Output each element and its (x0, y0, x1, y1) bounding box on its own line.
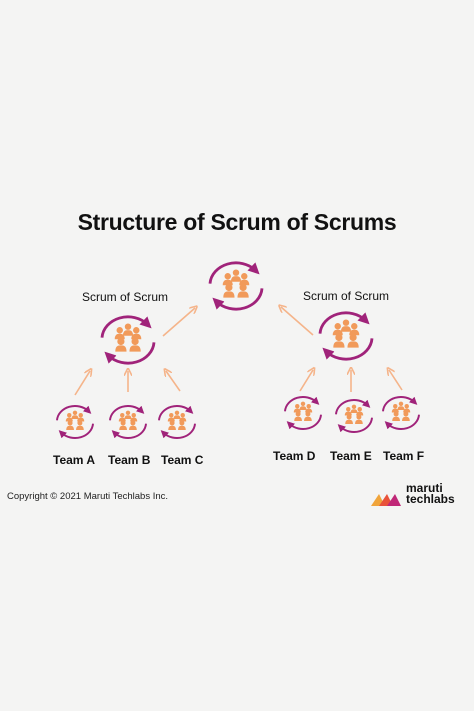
label-team-b: Team B (108, 453, 151, 467)
node-team-b-team-icon (109, 405, 147, 439)
node-team-e-team-icon (335, 399, 373, 433)
brand-line-1: maruti (406, 481, 443, 495)
cycle-arrows-icon (286, 414, 322, 430)
cycle-arrows-icon (160, 423, 196, 439)
cycle-arrows-icon (208, 261, 260, 284)
up-arrow-icon (162, 308, 195, 337)
up-arrow-icon (281, 307, 314, 336)
brand-logo-icon (371, 494, 401, 506)
cycle-arrows-icon (109, 405, 145, 421)
up-arrow-icon (166, 371, 181, 392)
brand-name: maruti techlabs (406, 481, 455, 506)
up-arrow-icon (74, 371, 90, 396)
label-sos-right: Scrum of Scrum (303, 289, 390, 303)
node-sos-left-team-icon (100, 315, 156, 365)
cycle-arrows-icon (337, 417, 373, 433)
brand-line-2: techlabs (406, 492, 455, 506)
label-sos-left: Scrum of Scrum (82, 290, 169, 304)
cycle-arrows-icon (100, 315, 152, 338)
cycle-arrows-icon (335, 399, 371, 415)
node-team-c-team-icon (158, 405, 196, 439)
cycle-arrows-icon (158, 405, 194, 421)
label-team-f: Team F (383, 449, 425, 463)
cycle-arrows-icon (58, 423, 94, 439)
cycle-arrows-icon (212, 288, 264, 311)
cycle-arrows-icon (382, 396, 418, 412)
up-arrow-icon (389, 370, 403, 391)
node-team-d-team-icon (284, 396, 322, 430)
copyright-text: Copyright © 2021 Maruti Techlabs Inc. (7, 491, 169, 502)
label-team-d: Team D (273, 449, 316, 463)
cycle-arrows-icon (104, 342, 156, 365)
cycle-arrows-icon (384, 414, 420, 430)
cycle-arrows-icon (111, 423, 147, 439)
node-sos-right-team-icon (318, 311, 374, 361)
cycle-arrows-icon (56, 405, 92, 421)
label-team-e: Team E (330, 449, 372, 463)
node-top-team-icon (208, 261, 264, 311)
label-team-a: Team A (53, 453, 96, 467)
cycle-arrows-icon (322, 338, 374, 361)
cycle-arrows-icon (284, 396, 320, 412)
label-team-c: Team C (161, 453, 204, 467)
up-arrow-icon (299, 370, 313, 392)
node-team-a-team-icon (56, 405, 94, 439)
node-team-f-team-icon (382, 396, 420, 430)
page-title: Structure of Scrum of Scrums (77, 209, 397, 235)
cycle-arrows-icon (318, 311, 370, 334)
